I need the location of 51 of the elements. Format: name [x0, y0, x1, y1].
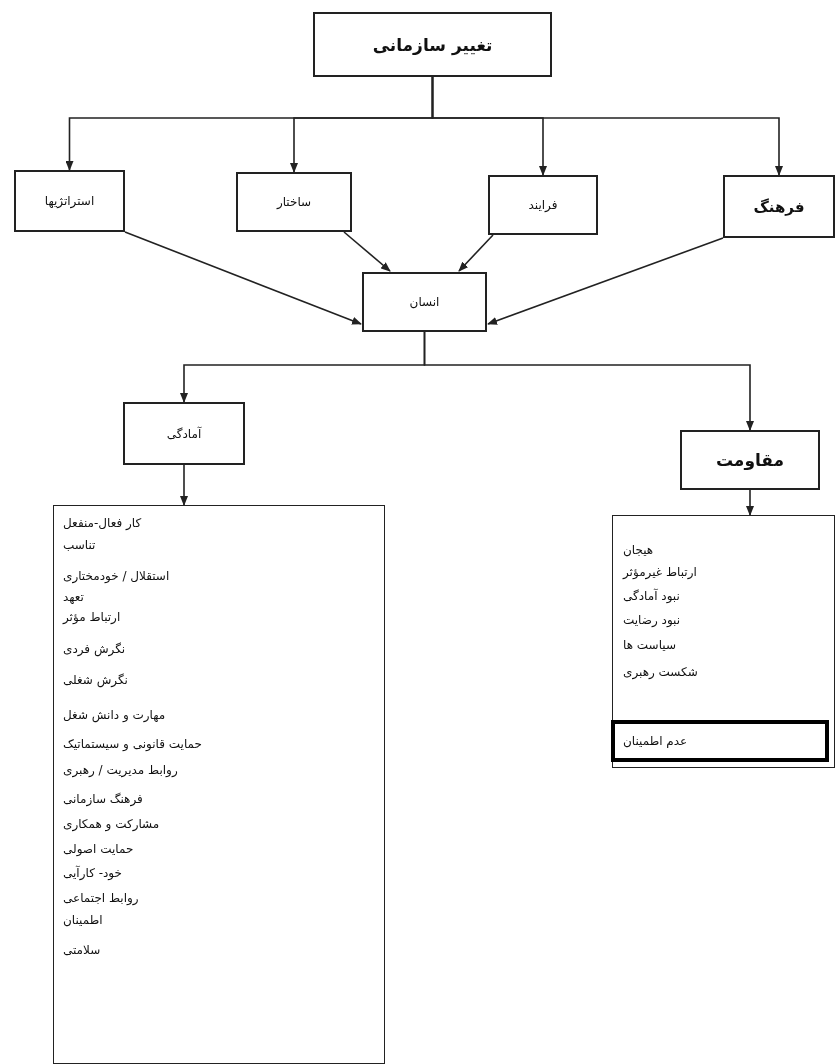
list-item: روابط مدیریت / رهبری — [63, 762, 178, 778]
list-item: سیاست ها — [623, 637, 676, 653]
arrow — [458, 234, 494, 272]
list-item: نبود آمادگی — [623, 588, 680, 604]
list-item: فرهنگ سازمانی — [63, 791, 143, 807]
arrow — [487, 237, 724, 325]
list-item: نبود رضایت — [623, 612, 681, 628]
arrow — [180, 464, 188, 506]
list-item: اطمینان — [63, 912, 103, 928]
box-label: عدم اطمینان — [623, 734, 688, 748]
list-item: حمایت قانونی و سیستماتیک — [63, 736, 202, 752]
list-item: ارتباط غیرمؤثر — [623, 564, 697, 580]
list-item: مشارکت و همکاری — [63, 816, 160, 832]
list-item: سلامتی — [63, 942, 101, 958]
list-item: تعهد — [63, 589, 84, 605]
list-box — [612, 515, 835, 768]
list-item: نگرش فردی — [63, 641, 126, 657]
process-box — [14, 170, 125, 232]
arrow — [431, 76, 783, 176]
list-item: خود- کارآیی — [63, 865, 122, 881]
list-item: کار فعال-منفعل — [63, 515, 142, 531]
list-box — [53, 505, 385, 1064]
list-item: ارتباط مؤثر — [63, 609, 121, 625]
text-box — [611, 720, 829, 762]
arrow — [343, 231, 391, 272]
list-item: استقلال / خودمختاری — [63, 568, 170, 584]
box-label: استراتژیها — [44, 194, 95, 208]
process-box — [313, 12, 552, 77]
box-label: ساختار — [276, 195, 312, 209]
process-box — [680, 430, 820, 490]
box-label: مقاومت — [715, 450, 785, 470]
list-item: تناسب — [63, 537, 96, 553]
process-box — [488, 175, 598, 235]
arrow — [423, 331, 754, 431]
list-item: حمایت اصولی — [63, 841, 134, 857]
arrow — [124, 231, 362, 325]
list-item: شکست رهبری — [623, 664, 698, 680]
arrow — [746, 489, 754, 516]
list-item: نگرش شغلی — [63, 672, 128, 688]
box-label: آمادگی — [166, 426, 202, 441]
box-label: تغییر سازمانی — [372, 34, 493, 55]
process-box — [362, 272, 487, 332]
list-item: مهارت و دانش شغل — [63, 707, 166, 723]
box-label: فرهنگ — [753, 197, 805, 216]
list-item: هیجان — [623, 542, 654, 558]
process-box — [123, 402, 245, 465]
box-label: انسان — [409, 295, 440, 309]
process-box — [723, 175, 835, 238]
process-box — [236, 172, 352, 232]
box-label: فرایند — [528, 198, 558, 212]
list-item: روابط اجتماعی — [63, 890, 139, 906]
